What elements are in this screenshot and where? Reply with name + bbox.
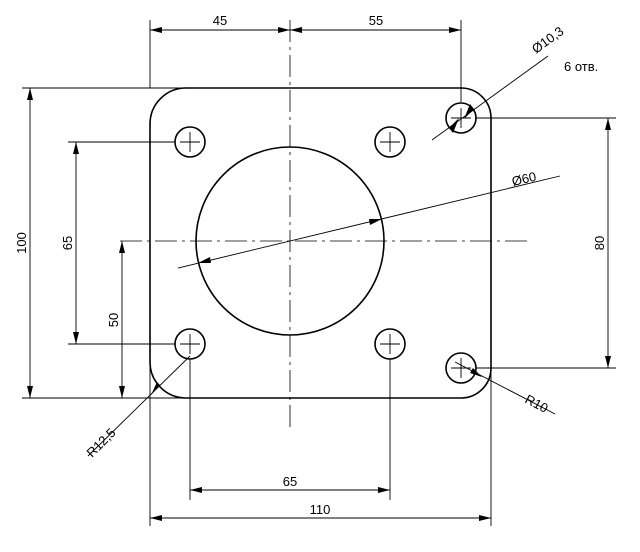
svg-text:65: 65 — [283, 474, 297, 489]
hole-bottom-left — [174, 328, 206, 360]
hole-bottom-right — [445, 352, 477, 384]
svg-text:65: 65 — [60, 236, 75, 250]
hole-bottom-middle — [374, 328, 406, 360]
svg-text:50: 50 — [106, 313, 121, 327]
hole-top-left — [174, 126, 206, 158]
dim-top-left: 45 — [149, 13, 290, 88]
hole-count-label: 6 отв. — [564, 59, 598, 74]
svg-text:R12,5: R12,5 — [84, 425, 119, 460]
dim-top-right: 55 — [290, 13, 462, 102]
dim-width-total: 110 — [149, 362, 492, 526]
svg-text:100: 100 — [14, 232, 29, 254]
dim-height-holes-left: 65 — [60, 141, 175, 345]
dim-hole-diameter: Ø10,3 6 отв. — [431, 23, 598, 141]
dim-radius-bottom-right: R10 — [454, 361, 556, 416]
svg-text:80: 80 — [592, 236, 607, 250]
svg-text:R10: R10 — [523, 391, 551, 415]
svg-text:110: 110 — [310, 502, 331, 517]
svg-text:Ø10,3: Ø10,3 — [529, 23, 566, 56]
svg-text:Ø60: Ø60 — [510, 169, 537, 189]
svg-text:55: 55 — [369, 13, 383, 28]
dim-center-diameter: Ø60 — [177, 169, 561, 269]
dim-height-total: 100 — [14, 87, 186, 399]
svg-text:45: 45 — [213, 13, 227, 28]
dim-width-holes-bottom: 65 — [189, 359, 391, 500]
hole-top-middle — [374, 126, 406, 158]
dim-height-holes-right: 80 — [476, 117, 616, 369]
dim-height-center: 50 — [106, 241, 125, 398]
dim-radius-bottom-left: R12,5 — [84, 355, 191, 460]
